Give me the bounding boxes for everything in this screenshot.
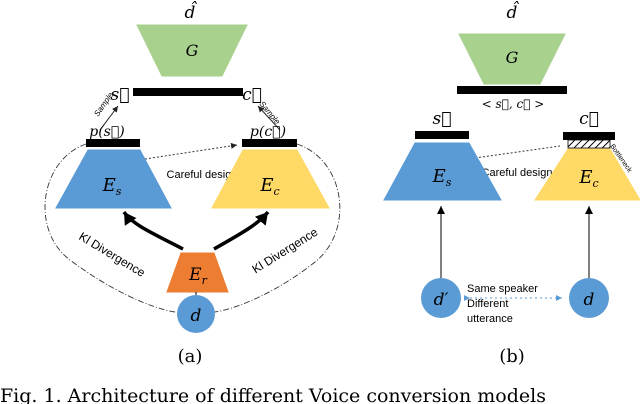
encoder-c-label-b: Ec bbox=[578, 167, 598, 190]
prior-s-label: p(s⃗) bbox=[89, 124, 124, 140]
panel-b: d̂ G < s⃗, c⃗ > s⃗ c⃗ Bottleneck Careful… bbox=[383, 1, 640, 367]
same-speaker-label: Same speaker bbox=[467, 283, 538, 295]
encoder-r-label: Er bbox=[188, 265, 207, 287]
encoder-c-label-a: Ec bbox=[259, 175, 279, 198]
latent-bar-b bbox=[457, 86, 567, 94]
decoder-g-b bbox=[458, 33, 566, 85]
decoder-label-a: G bbox=[186, 41, 199, 60]
er-to-es-arrow bbox=[122, 210, 184, 251]
bottleneck-block bbox=[567, 139, 611, 149]
kl-curve-left bbox=[44, 143, 176, 313]
input-d-b bbox=[569, 278, 609, 318]
kl-curve-right bbox=[214, 143, 341, 313]
encoder-r bbox=[166, 252, 229, 293]
latent-bar-a bbox=[133, 88, 243, 96]
different-label: Different bbox=[467, 298, 508, 310]
decoder-g-a bbox=[136, 24, 248, 77]
sample-arrow-right bbox=[257, 105, 281, 131]
input-d-a bbox=[177, 295, 215, 333]
careful-design-label-a: Careful design bbox=[167, 169, 238, 181]
output-d-hat-b: d̂ bbox=[507, 1, 520, 23]
encoder-s-label-a: Es bbox=[102, 175, 122, 198]
s-embedding-bar-a bbox=[86, 139, 140, 147]
encoder-c-a bbox=[211, 149, 330, 209]
caption-a: (a) bbox=[178, 346, 203, 367]
s-vector-a: s⃗ bbox=[111, 85, 130, 105]
c-embedding-bar-a bbox=[242, 139, 297, 147]
prior-c-label: p(c⃗) bbox=[250, 124, 286, 140]
encoder-s-b bbox=[383, 142, 502, 201]
utterance-label: utterance bbox=[467, 313, 513, 325]
s-vector-b: s⃗ bbox=[433, 109, 452, 129]
input-d-prime-label: d′ bbox=[434, 290, 449, 310]
encoder-s-label-b: Es bbox=[432, 166, 452, 189]
c-vector-a: c⃗ bbox=[242, 85, 262, 105]
figure-caption: Fig. 1. Architecture of different Voice … bbox=[0, 385, 546, 404]
input-d-label-a: d bbox=[191, 306, 202, 326]
encoder-c-b bbox=[534, 148, 640, 201]
sample-label-right: Sample bbox=[257, 100, 282, 127]
input-d-label-b: d bbox=[584, 290, 595, 310]
c-embedding-bar-b bbox=[563, 132, 615, 140]
output-d-hat-a: d̂ bbox=[185, 1, 198, 23]
input-d-prime-b bbox=[421, 278, 461, 318]
sample-arrow-left bbox=[99, 105, 119, 131]
panel-a: d̂ G s⃗ c⃗ Sample Sample p(s⃗) p(c⃗) Car… bbox=[44, 1, 341, 367]
kl-label-left: Kl Divergence bbox=[76, 229, 148, 280]
s-embedding-bar-b bbox=[415, 131, 469, 139]
er-to-ec-arrow bbox=[213, 210, 270, 251]
decoder-label-b: G bbox=[506, 48, 519, 67]
careful-design-arrow-b bbox=[468, 145, 561, 162]
pair-label-b: < s⃗, c⃗ > bbox=[482, 97, 545, 111]
kl-label-right: Kl Divergence bbox=[249, 225, 320, 277]
caption-b: (b) bbox=[499, 346, 525, 367]
c-vector-b: c⃗ bbox=[579, 109, 599, 129]
encoder-s-a bbox=[55, 149, 172, 209]
careful-design-arrow-a bbox=[138, 142, 238, 163]
careful-design-label-b: Careful design bbox=[482, 167, 553, 179]
